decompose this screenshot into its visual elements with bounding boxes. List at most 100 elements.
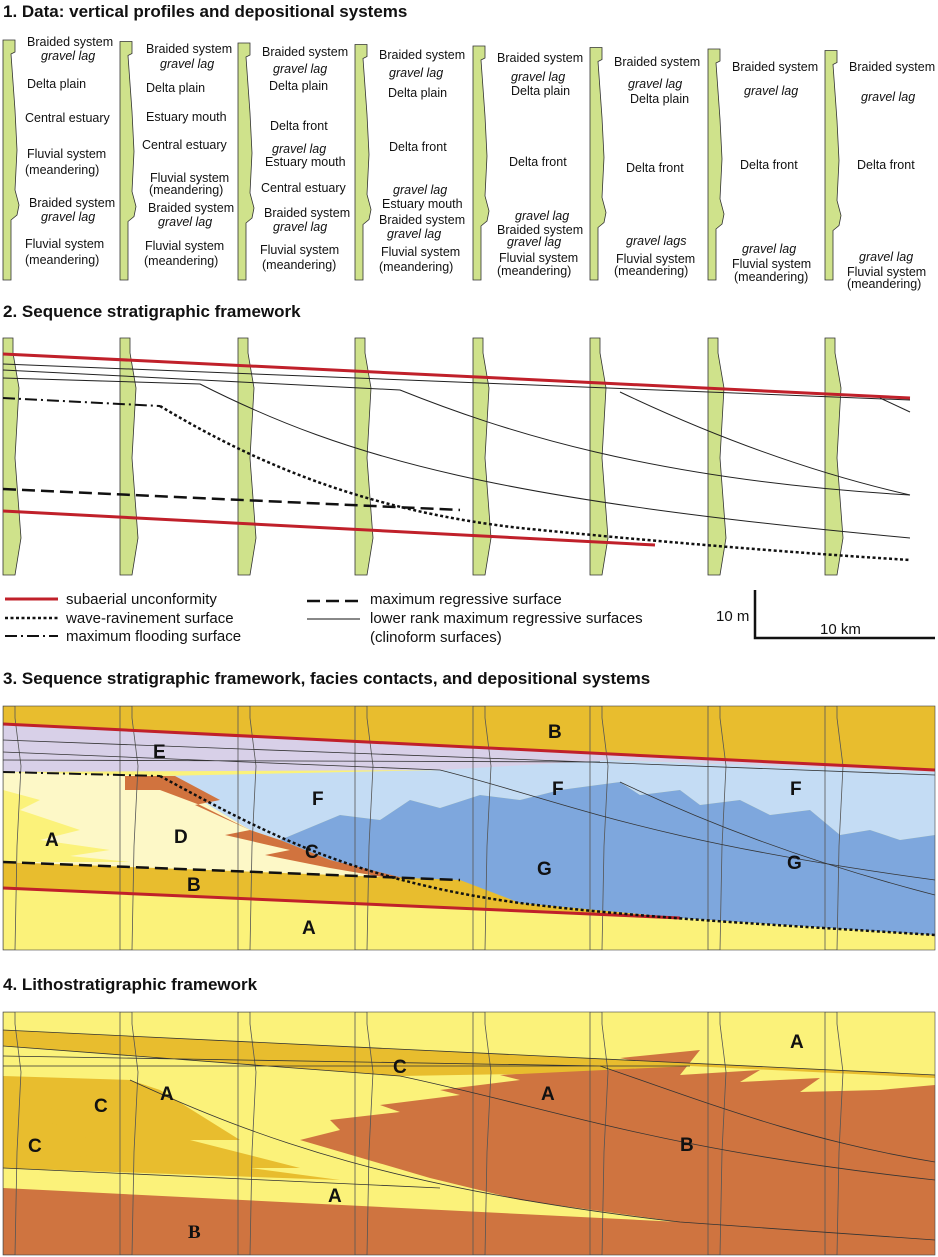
profile-4-label-5: gravel lag (393, 183, 447, 197)
profile-6-label-5: gravel lags (626, 234, 686, 248)
profile-3-label-2: gravel lag (273, 62, 327, 76)
profile-2-label-2: gravel lag (160, 57, 214, 71)
litho-B-bottom (3, 1188, 935, 1255)
sec2-wave-ravinement (159, 404, 911, 562)
profile-3-label-5: gravel lag (272, 142, 326, 156)
profile-7-label-1: Braided system (732, 60, 818, 74)
profile-4-label-9: Fluvial system (381, 245, 460, 259)
unit-B-middle (3, 862, 680, 918)
profile-5-label-9: (meandering) (497, 264, 571, 278)
section-1-title: 1. Data: vertical profiles and depositio… (3, 2, 407, 21)
profile-7-label-4: gravel lag (742, 242, 796, 256)
label-F-2: F (552, 779, 564, 800)
profile-8-label-1: Braided system (849, 60, 935, 74)
profile-4-label-7: Braided system (379, 213, 465, 227)
legend: subaerial unconformity wave-ravinement s… (5, 590, 935, 646)
litho-label-A-4: A (328, 1186, 342, 1207)
cols4-col-6 (589, 1012, 609, 1255)
profile-1-label-5: Fluvial system (27, 147, 106, 161)
profile-7-label-6: (meandering) (734, 270, 808, 284)
profile-1-label-7: Braided system (29, 196, 115, 210)
litho-label-B-1: B (680, 1135, 694, 1156)
scale-bar (753, 590, 935, 640)
profile-2-label-5: Central estuary (142, 138, 228, 152)
profile-1-label-9: Fluvial system (25, 237, 104, 251)
profile-bar-5 (472, 45, 490, 281)
sec2-column-1 (2, 337, 22, 576)
profile-bar-3 (237, 42, 255, 281)
cols3-col-8 (824, 706, 844, 950)
unit-A-upper (3, 790, 130, 862)
profile-8-label-3: Delta front (857, 158, 915, 172)
profile-2-label-7: (meandering) (149, 183, 223, 197)
label-B-top: B (548, 722, 562, 743)
label-A-lower: A (302, 918, 316, 939)
profile-2-label-3: Delta plain (146, 81, 205, 95)
litho-label-B-2: B (188, 1222, 201, 1243)
label-F-1: F (312, 789, 324, 810)
litho-label-A-3: A (160, 1084, 174, 1105)
profile-1-label-10: (meandering) (25, 253, 99, 267)
profile-4-label-6: Estuary mouth (382, 197, 463, 211)
profile-6-label-4: Delta front (626, 161, 684, 175)
cols4-col-2 (119, 1012, 139, 1255)
profile-bar-6 (589, 47, 607, 281)
profile-1-label-1: Braided system (27, 35, 113, 49)
profile-6-label-6: Fluvial system (616, 252, 695, 266)
cols3-col-6 (589, 706, 609, 950)
profile-5-label-5: gravel lag (515, 209, 569, 223)
litho-C-top (3, 1030, 935, 1078)
section-3-title: 3. Sequence stratigraphic framework, fac… (3, 669, 650, 688)
sec2-unconformity-upper (2, 352, 911, 400)
profile-bar-2 (119, 41, 137, 281)
profile-4-label-2: gravel lag (389, 66, 443, 80)
profile-3-label-7: Central estuary (261, 181, 347, 195)
litho-panel: A C A C A C B A B (2, 1011, 936, 1256)
profile-5-label-3: Delta plain (511, 84, 570, 98)
profile-bar-8 (824, 50, 842, 281)
cols4-col-8 (824, 1012, 844, 1255)
sec2-column-6 (589, 337, 609, 576)
profile-1-label-4: Central estuary (25, 111, 111, 125)
section-3-columns (3, 706, 844, 950)
cols4-col-4 (354, 1012, 374, 1255)
profile-4-label-4: Delta front (389, 140, 447, 154)
label-E: E (153, 742, 166, 763)
label-G-1: G (537, 859, 552, 880)
sec2-column-3 (237, 337, 257, 576)
cols3-col-3 (237, 706, 257, 950)
unconformity-upper (3, 722, 935, 772)
profile-8-label-2: gravel lag (861, 90, 915, 104)
profile-3-label-9: gravel lag (273, 220, 327, 234)
label-D: D (174, 827, 188, 848)
profile-3-label-6: Estuary mouth (265, 155, 346, 169)
litho-B-right (300, 1050, 935, 1240)
profile-7-label-3: Delta front (740, 158, 798, 172)
label-A-upper: A (45, 830, 59, 851)
profile-6-label-2: gravel lag (628, 77, 682, 91)
unit-C (125, 776, 420, 882)
profile-3-label-1: Braided system (262, 45, 348, 59)
label-F-3: F (790, 779, 802, 800)
legend-subaerial-label: subaerial unconformity (66, 591, 217, 608)
profile-3-label-11: (meandering) (262, 258, 336, 272)
sec2-mrs (2, 487, 461, 512)
profile-3-label-4: Delta front (270, 119, 328, 133)
profile-5-label-2: gravel lag (511, 70, 565, 84)
profile-1-label-3: Delta plain (27, 77, 86, 91)
section-4-columns (3, 1012, 844, 1255)
cols4-col-5 (472, 1012, 492, 1255)
unconformity-lower (3, 886, 681, 920)
scale-vertical-label: 10 m (716, 608, 749, 625)
profile-4-label-1: Braided system (379, 48, 465, 62)
section-2-title: 2. Sequence stratigraphic framework (3, 302, 301, 321)
profile-5-label-8: Fluvial system (499, 251, 578, 265)
legend-mfs-label: maximum flooding surface (66, 628, 241, 645)
profile-8-label-4: gravel lag (859, 250, 913, 264)
